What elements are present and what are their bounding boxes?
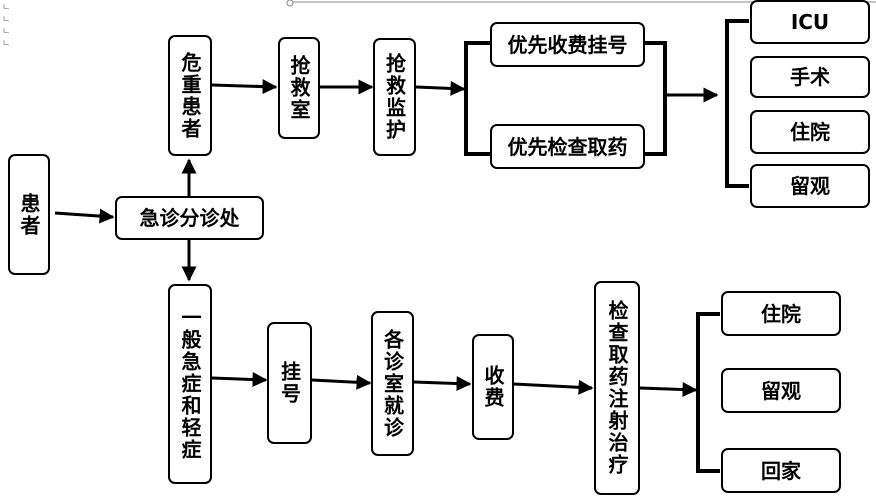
- node-surgery: 手术: [750, 56, 870, 98]
- node-clinic-label: 各诊室就诊: [380, 328, 405, 439]
- node-rescue-monitor: 抢救监护: [373, 38, 416, 156]
- bracket-outcomes-bottom: [696, 312, 720, 473]
- node-priority-pay: 优先收费挂号: [490, 22, 645, 67]
- node-clinic: 各诊室就诊: [371, 311, 414, 456]
- node-critical: 危重患者: [168, 35, 212, 156]
- node-pay: 收费: [472, 334, 514, 440]
- bracket-priority-left: [464, 41, 490, 156]
- node-general: 一般急症和轻症: [168, 284, 212, 484]
- node-rescue-room-label: 抢救室: [287, 55, 311, 121]
- node-observe-bottom-label: 留观: [761, 378, 801, 403]
- node-surgery-label: 手术: [790, 65, 830, 89]
- node-triage-label: 急诊分诊处: [139, 206, 240, 230]
- node-hospital-top-label: 住院: [790, 120, 830, 144]
- arrow-register-to-clinic: [311, 374, 372, 390]
- node-triage: 急诊分诊处: [115, 196, 264, 240]
- bracket-outcomes-top: [725, 19, 749, 188]
- node-hospital-top: 住院: [750, 110, 870, 154]
- node-rescue-room: 抢救室: [278, 37, 320, 139]
- node-icu-label: ICU: [790, 10, 830, 34]
- node-register-label: 挂号: [277, 361, 302, 405]
- node-priority-exam: 优先检查取药: [490, 124, 645, 169]
- top-edge-handle: [286, 0, 294, 7]
- arrow-patient-to-triage: [54, 208, 115, 224]
- node-pay-label: 收费: [481, 365, 505, 409]
- node-observe-top: 留观: [750, 164, 870, 208]
- arrow-clinic-to-pay: [413, 376, 472, 392]
- node-priority-exam-label: 优先检查取药: [507, 134, 628, 159]
- node-hospital-bottom: 住院: [721, 291, 841, 336]
- node-priority-pay-label: 优先收费挂号: [507, 32, 628, 57]
- node-critical-label: 危重患者: [178, 51, 202, 140]
- node-patient-label: 患者: [17, 192, 41, 237]
- node-general-label: 一般急症和轻症: [178, 307, 202, 461]
- arrow-general-to-register: [211, 372, 268, 387]
- node-go-home-label: 回家: [761, 458, 801, 483]
- node-observe-top-label: 留观: [790, 174, 830, 198]
- arrow-monitor-to-bracket: [415, 80, 466, 96]
- node-rescue-monitor-label: 抢救监护: [382, 53, 407, 141]
- node-icu: ICU: [750, 0, 870, 44]
- node-exam-treat-label: 检查取药注射治疗: [605, 300, 629, 476]
- node-patient: 患者: [8, 154, 50, 275]
- arrow-exam-to-outcomes: [639, 382, 698, 398]
- node-exam-treat: 检查取药注射治疗: [594, 281, 640, 495]
- arrow-critical-to-rescue-room: [211, 79, 278, 95]
- node-go-home: 回家: [721, 448, 841, 493]
- node-hospital-bottom-label: 住院: [761, 301, 801, 326]
- node-register: 挂号: [267, 322, 312, 444]
- arrow-pay-to-exam: [513, 379, 594, 395]
- bracket-priority-right: [645, 41, 667, 156]
- node-observe-bottom: 留观: [721, 368, 841, 413]
